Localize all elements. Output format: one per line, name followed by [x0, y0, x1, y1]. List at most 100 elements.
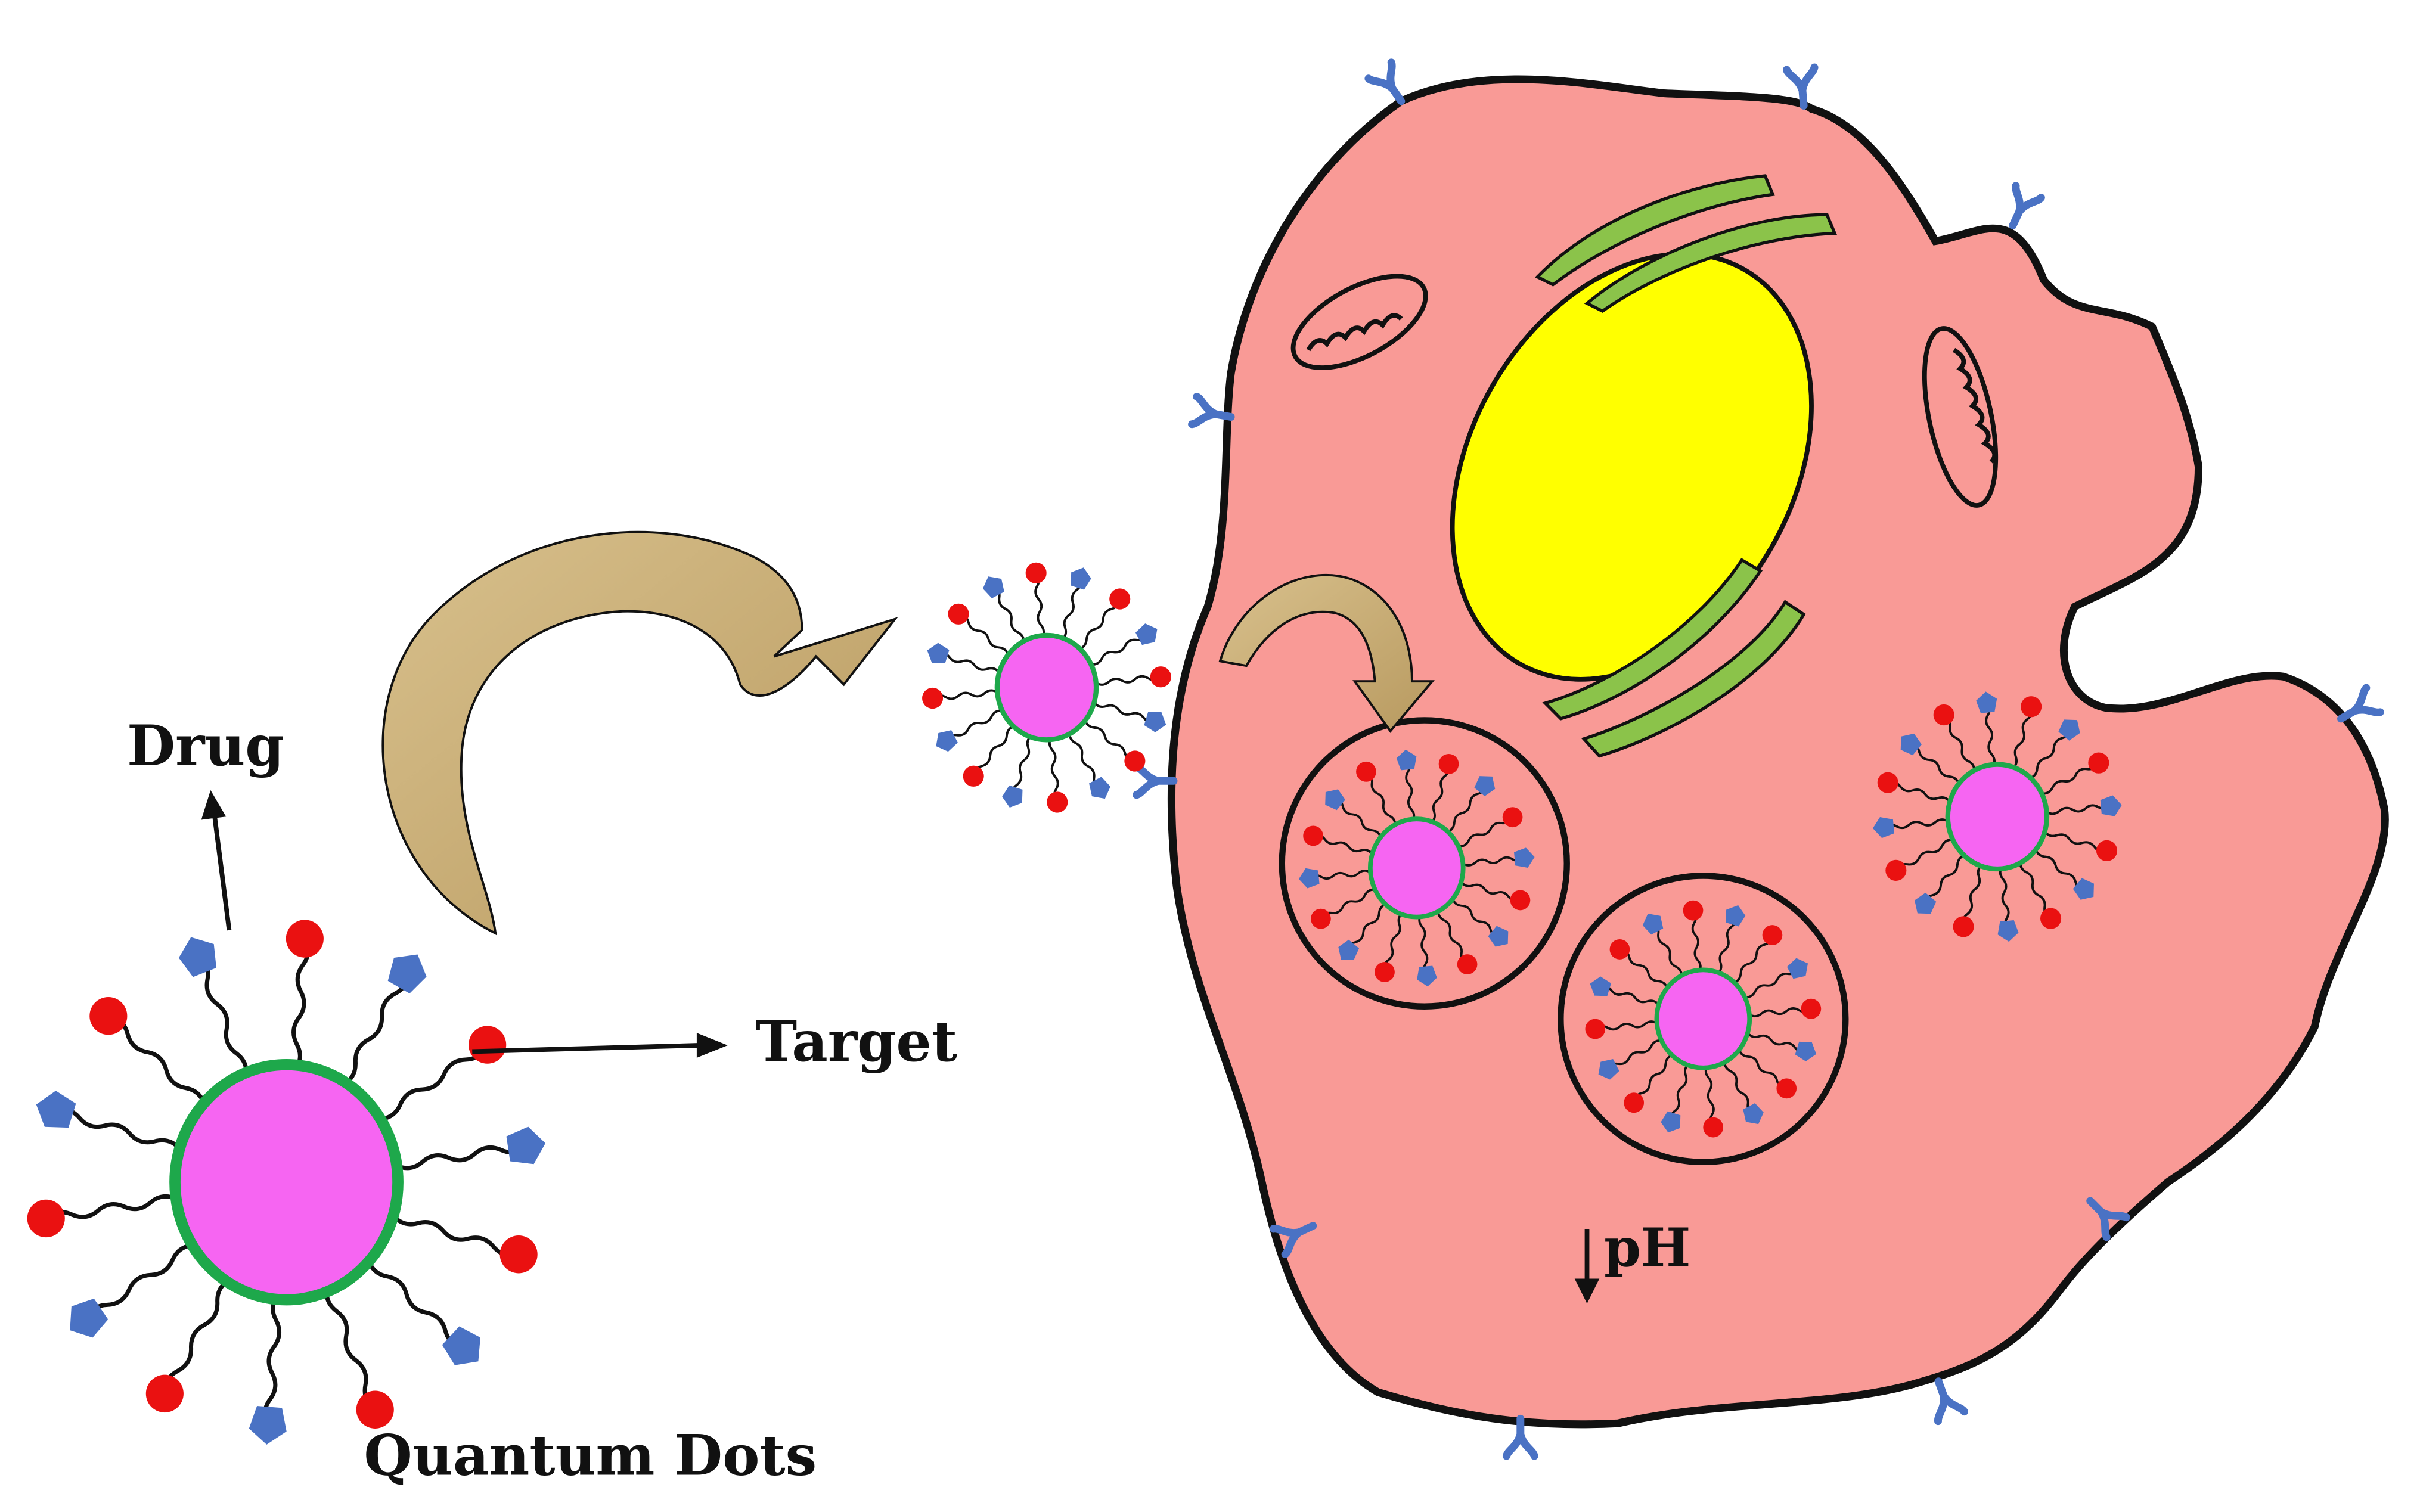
- blue-pentagon-icon: [1642, 914, 1664, 935]
- red-dot-icon: [1877, 772, 1898, 793]
- ligand-chain: [2019, 860, 2052, 920]
- red-dot-icon: [2096, 840, 2118, 861]
- cancer-cell: pH: [1137, 63, 2389, 1456]
- ligand-chain: [108, 1014, 207, 1107]
- ligand-chain: [1909, 741, 1960, 786]
- blue-pentagon-icon: [1598, 1058, 1619, 1080]
- ph-indicator: pH: [1574, 1216, 1690, 1304]
- ligand-chain: [2043, 830, 2108, 853]
- ligand-chain: [262, 1292, 281, 1427]
- quantum-dot: [1873, 691, 2122, 942]
- quantum-dot-core: [994, 632, 1099, 743]
- blue-pentagon-icon: [70, 1298, 108, 1338]
- blue-pentagon-icon: [1338, 939, 1360, 960]
- red-dot-icon: [499, 1235, 538, 1274]
- red-dot-icon: [1510, 890, 1531, 911]
- y-receptor-icon: [1925, 1377, 1964, 1421]
- blue-pentagon-icon: [1514, 847, 1535, 868]
- blue-pentagon-icon: [1661, 1111, 1681, 1133]
- red-dot-icon: [27, 1199, 65, 1238]
- blue-pentagon-icon: [1071, 567, 1091, 590]
- red-dot-icon: [286, 920, 324, 958]
- ligand-chain: [1716, 914, 1738, 976]
- blue-pentagon-icon: [1997, 920, 2019, 942]
- y-receptor-icon: [2000, 186, 2042, 232]
- ligand-chain: [366, 1258, 466, 1351]
- ligand-chain: [1923, 853, 1966, 906]
- quantum-dot-core: [1654, 967, 1752, 1070]
- red-dot-icon: [1885, 859, 1907, 881]
- ligand-chain: [1308, 870, 1372, 880]
- quantum-dot-core: [1945, 762, 2050, 872]
- ligand-chain: [1943, 713, 1976, 773]
- ligand-chain: [1095, 675, 1162, 686]
- target-label: Target: [756, 1009, 958, 1075]
- red-dot-icon: [1438, 753, 1459, 774]
- ligand-chain: [1048, 736, 1059, 803]
- red-dot-icon: [963, 765, 984, 787]
- ligand-chain: [196, 953, 249, 1079]
- quantum-dot: [1585, 900, 1822, 1138]
- ligand-chain: [44, 1194, 178, 1221]
- blue-pentagon-icon: [1873, 816, 1895, 839]
- blue-pentagon-icon: [1135, 623, 1158, 645]
- blue-pentagon-icon: [1488, 926, 1509, 947]
- ligand-chain: [1451, 897, 1500, 939]
- ligand-chain: [1462, 856, 1526, 867]
- ligand-chain: [1034, 572, 1045, 639]
- blue-pentagon-icon: [1325, 789, 1345, 811]
- blue-pentagon-icon: [2100, 795, 2122, 816]
- red-dot-icon: [948, 603, 969, 625]
- ligand-chain: [936, 651, 1001, 674]
- quantum-dot-layer: [27, 562, 2122, 1445]
- blue-pentagon-icon: [442, 1326, 480, 1365]
- red-dot-icon: [1776, 1078, 1797, 1099]
- ligand-chain: [396, 1144, 529, 1171]
- ligand-chain: [1652, 921, 1683, 978]
- ligand-chain: [1746, 1032, 1807, 1053]
- blue-pentagon-icon: [927, 642, 950, 664]
- curved-arrow-icon: [1218, 573, 1435, 733]
- ligand-chain: [1320, 888, 1376, 920]
- drug-annotation: Drug: [127, 713, 284, 931]
- quantum-dot-core: [169, 1058, 404, 1306]
- ligand-chain: [1732, 934, 1774, 985]
- ligand-chain: [1457, 816, 1514, 848]
- ligand-chain: [1083, 719, 1135, 763]
- ligand-chain: [1093, 701, 1157, 724]
- ligand-chain: [1460, 881, 1521, 902]
- ph-label: pH: [1604, 1216, 1690, 1278]
- blue-pentagon-icon: [2072, 878, 2094, 900]
- ligand-chain: [1365, 771, 1397, 827]
- ligand-chain: [1599, 985, 1660, 1006]
- golgi-apparatus: [1535, 174, 1837, 758]
- red-dot-icon: [356, 1390, 394, 1429]
- ligand-chain: [1405, 759, 1416, 822]
- red-dot-icon: [1375, 962, 1395, 982]
- ligand-chain: [2028, 728, 2072, 780]
- red-dot-icon: [1457, 954, 1478, 974]
- ligand-chain: [1418, 914, 1429, 977]
- red-dot-icon: [89, 996, 128, 1035]
- blue-pentagon-icon: [1743, 1103, 1764, 1125]
- red-dot-icon: [1303, 825, 1323, 846]
- red-dot-icon: [2040, 908, 2062, 929]
- ligand-chain: [1704, 1064, 1715, 1128]
- red-dot-icon: [922, 687, 944, 709]
- ligand-chain: [1313, 834, 1373, 855]
- ligand-chain: [2034, 847, 2086, 892]
- ligand-chain: [2041, 762, 2100, 795]
- red-dot-icon: [1933, 704, 1954, 726]
- blue-pentagon-icon: [1417, 965, 1437, 987]
- ligand-chain: [958, 613, 1010, 656]
- blue-pentagon-icon: [1396, 749, 1417, 771]
- blue-pentagon-icon: [1976, 691, 1997, 713]
- blue-pentagon-icon: [1726, 905, 1746, 927]
- blue-pentagon-icon: [249, 1406, 287, 1445]
- ligand-chain: [324, 1286, 377, 1412]
- ligand-chain: [1999, 865, 2010, 932]
- ligand-chain: [1961, 863, 1984, 927]
- blue-pentagon-icon: [36, 1091, 76, 1128]
- quantum-dot: [27, 920, 546, 1445]
- ligand-chain: [1437, 909, 1468, 965]
